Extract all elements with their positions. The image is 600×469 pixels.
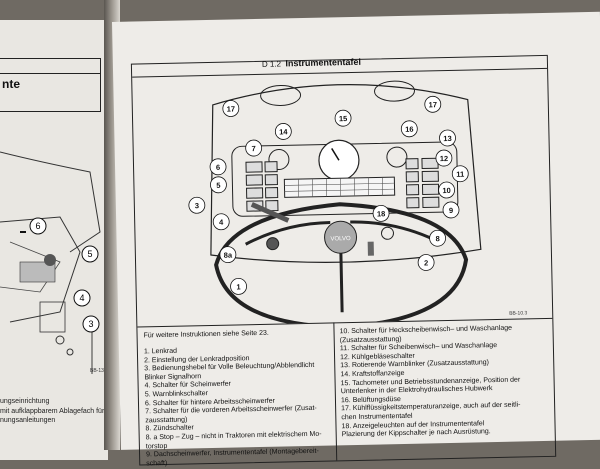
- warning-light-strip: [283, 176, 396, 198]
- callout-15-label: 15: [339, 114, 348, 123]
- callout-11-label: 11: [456, 170, 464, 179]
- callout-3-label: 3: [195, 201, 199, 210]
- callout-17-left: [222, 100, 240, 117]
- left-page: nte 6 5 4 3 BB-13 ungseinrichtung mit au…: [0, 20, 108, 460]
- steering-hub: [324, 220, 358, 254]
- instrument-panel-diagram: VOLVO: [188, 80, 528, 327]
- left-callout-6: [29, 217, 47, 235]
- callout-3: [188, 196, 206, 214]
- left-callout-3-label: 3: [88, 319, 93, 329]
- right-switch-bank: [405, 157, 440, 209]
- left-callout-3: [82, 315, 100, 333]
- left-text-line: mit aufklappbarem Ablagefach für: [0, 407, 105, 415]
- left-text-line: nungsanleitungen: [0, 417, 56, 424]
- legend-left-column: 1. Lenkrad 2. Einstellung der Lenkradpos…: [144, 345, 322, 469]
- steering-wheel: [214, 202, 469, 327]
- callout-18-label: 18: [377, 209, 386, 218]
- left-header-rule: [0, 73, 100, 74]
- left-callout-5-label: 5: [87, 249, 92, 259]
- legend-right-column: 10. Schalter für Heckscheibenwisch– und …: [339, 325, 521, 440]
- left-switch-bank: [245, 161, 279, 212]
- callout-17-right: [424, 95, 442, 113]
- callout-1: [230, 278, 247, 295]
- headlight-lever: [250, 202, 290, 223]
- callout-7: [245, 139, 263, 157]
- section-number: D 1.2: [261, 59, 282, 69]
- left-page-text: ungseinrichtung mit aufklappbarem Ablage…: [0, 397, 108, 426]
- callout-7-label: 7: [252, 144, 256, 153]
- callout-8a-label: 8a: [224, 251, 233, 260]
- right-page: D 1.2 Instrumententafel: [112, 11, 600, 467]
- callout-16: [400, 120, 418, 138]
- callout-13: [439, 129, 456, 147]
- callout-10-label: 10: [442, 186, 451, 195]
- callout-14: [274, 123, 292, 140]
- callout-2: [417, 254, 435, 271]
- callout-2-label: 2: [424, 258, 428, 267]
- left-image-code: BB-13: [90, 368, 104, 374]
- callout-5: [210, 176, 227, 194]
- callout-1-label: 1: [236, 282, 240, 291]
- callout-8: [429, 229, 446, 247]
- callout-6: [209, 158, 227, 176]
- legend-column-divider: [333, 322, 338, 461]
- callout-13-label: 13: [443, 134, 452, 143]
- callout-8a: [219, 246, 237, 264]
- callout-18: [372, 205, 390, 222]
- left-page-diagram: 6 5 4 3: [0, 151, 101, 374]
- callout-15: [334, 109, 352, 127]
- content-frame: D 1.2 Instrumententafel: [130, 54, 557, 469]
- fuel-gauge: [268, 149, 290, 171]
- left-page-heading: nte: [2, 77, 20, 91]
- callout-17-left-label: 17: [227, 104, 236, 113]
- callout-4-label: 4: [219, 218, 224, 227]
- callout-12-label: 12: [440, 154, 449, 163]
- page-title: D 1.2 Instrumententafel: [262, 57, 361, 69]
- left-text-line: ungseinrichtung: [0, 398, 50, 405]
- callout-4: [212, 213, 230, 231]
- callout-6-label: 6: [216, 163, 220, 172]
- diagram-image-code: BB-10.3: [509, 310, 527, 316]
- left-page-header: nte: [0, 58, 101, 112]
- stop-pull-knob: [266, 237, 280, 251]
- callout-11: [451, 165, 469, 183]
- callout-5-label: 5: [216, 181, 220, 190]
- vent: [386, 146, 408, 168]
- callout-17-right-label: 17: [429, 100, 438, 109]
- callout-9: [442, 201, 460, 219]
- wheel-adjust-lever: [367, 241, 374, 256]
- legend-intro: Für weitere Instruktionen siehe Seite 23…: [143, 329, 269, 340]
- callout-8-label: 8: [435, 234, 439, 243]
- callout-16-label: 16: [405, 125, 414, 134]
- left-callout-5: [81, 245, 99, 263]
- callout-10: [438, 181, 455, 199]
- left-callout-6-label: 6: [35, 221, 40, 231]
- hub-label: VOLVO: [330, 236, 351, 242]
- ignition-switch: [380, 226, 394, 240]
- left-callout-4-label: 4: [79, 293, 84, 303]
- left-callout-4: [73, 289, 91, 307]
- callout-12: [435, 149, 453, 167]
- callout-14-label: 14: [279, 127, 288, 136]
- callout-9-label: 9: [449, 206, 453, 215]
- section-title: Instrumententafel: [285, 56, 362, 69]
